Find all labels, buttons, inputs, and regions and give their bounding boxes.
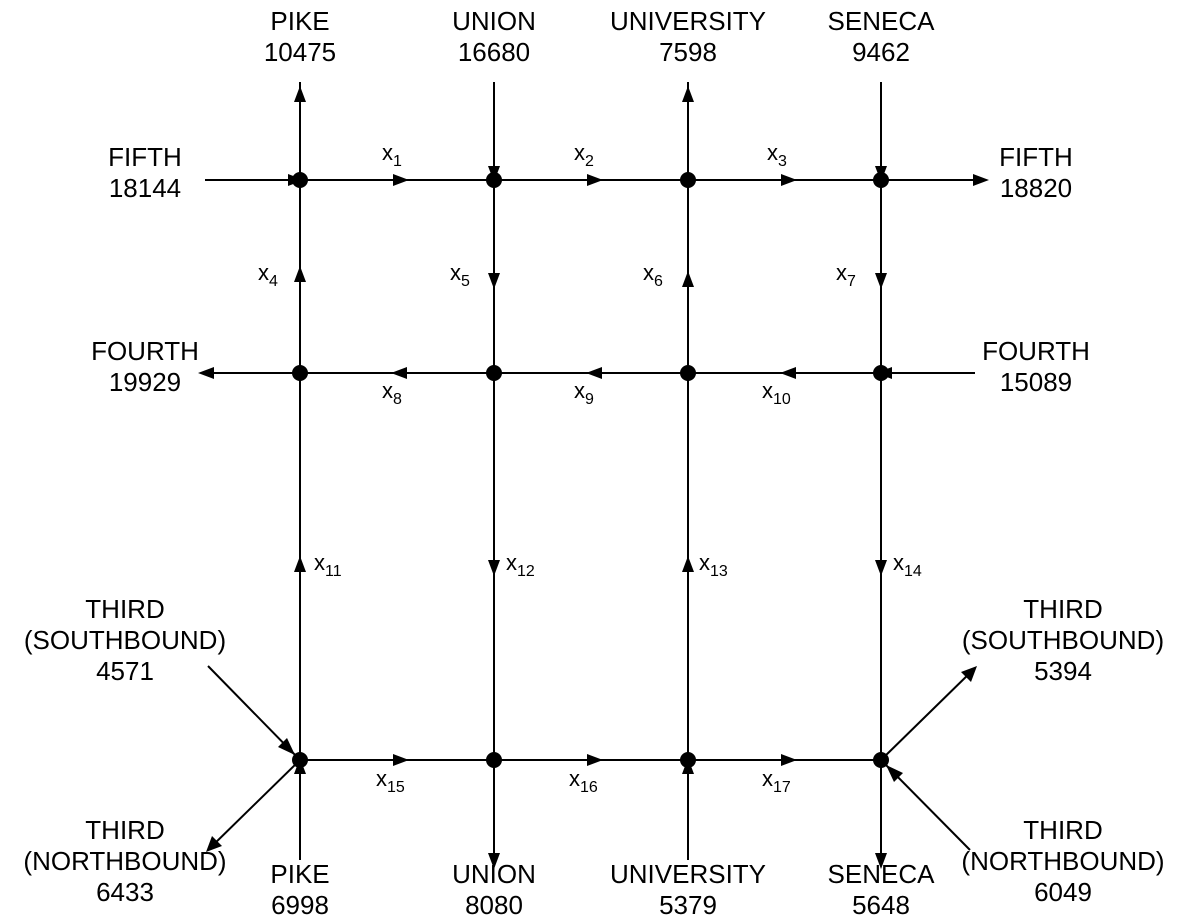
var-x7: x7 [836,260,856,291]
arrow-union-bottom-out [488,853,500,869]
label-seneca-top: SENECA 9462 [827,6,935,67]
label-pike-bottom: PIKE 6998 [270,859,330,920]
arrow-x13 [682,556,694,572]
var-x17: x17 [762,766,791,797]
var-x5: x5 [450,260,470,291]
intersection-node [292,172,308,188]
label-pike-top: PIKE 10475 [263,6,337,67]
arrow-third-nb-right-in [886,765,903,782]
label-union-top: UNION 16680 [452,6,536,67]
arrow-seneca-bottom-out [875,853,887,869]
var-x14: x14 [893,550,922,581]
var-x9: x9 [574,378,594,409]
label-union-bottom: UNION 8080 [452,859,536,920]
label-third-southbound-right: THIRD (SOUTHBOUND) 5394 [961,594,1165,686]
var-x16: x16 [569,766,598,797]
arrow-fifth-right-out [973,174,989,186]
label-university-top: UNIVERSITY 7598 [609,6,767,67]
label-third-northbound-left: THIRD (NORTHBOUND) 6433 [23,815,227,907]
var-x1: x1 [382,140,402,171]
intersection-node [486,365,502,381]
intersection-node [873,752,889,768]
label-seneca-bottom: SENECA 5648 [827,859,935,920]
label-fourth-right: FOURTH 15089 [982,336,1090,397]
arrow-x2 [587,174,603,186]
arrow-x8 [391,367,407,379]
arrow-x12 [488,560,500,576]
intersection-node [680,172,696,188]
intersection-node [680,752,696,768]
arrow-third-sb-left-in [278,738,295,755]
label-third-northbound-right: THIRD (NORTHBOUND) 6049 [961,815,1165,907]
arrow-university-top-out [682,86,694,102]
arrow-x16 [587,754,603,766]
arrow-x10 [780,367,796,379]
label-university-bottom: UNIVERSITY 5379 [609,859,767,920]
var-x13: x13 [699,550,728,581]
var-x6: x6 [643,260,663,291]
intersection-node [292,365,308,381]
intersection-node [680,365,696,381]
arrow-pike-top-out [294,86,306,102]
var-x10: x10 [762,378,791,409]
var-x11: x11 [314,550,342,581]
arrow-x17 [781,754,797,766]
arrow-x11 [294,556,306,572]
var-x4: x4 [258,260,278,291]
arrow-x4 [294,266,306,282]
arrow-fourth-left-out [198,367,214,379]
var-x2: x2 [574,140,594,171]
arrow-x7 [875,273,887,289]
var-x12: x12 [506,550,535,581]
intersection-node [486,752,502,768]
arrow-x1 [393,174,409,186]
third-northbound-out [207,759,301,851]
label-fifth-right: FIFTH 18820 [999,142,1073,203]
label-third-southbound-left: THIRD (SOUTHBOUND) 4571 [23,594,227,686]
var-x3: x3 [767,140,787,171]
arrow-third-sb-right-out [961,666,977,682]
intersection-node [873,365,889,381]
arrow-third-nb-left-out [206,836,222,852]
intersection-node [292,752,308,768]
arrow-x14 [875,560,887,576]
intersection-node [486,172,502,188]
third-southbound-out [880,667,976,761]
label-fifth-left: FIFTH 18144 [108,142,182,203]
intersection-node [873,172,889,188]
arrow-x6 [682,271,694,287]
var-x15: x15 [376,766,405,797]
arrow-x9 [586,367,602,379]
arrow-x5 [488,273,500,289]
label-fourth-left: FOURTH 19929 [91,336,199,397]
arrow-x15 [393,754,409,766]
var-x8: x8 [382,378,402,409]
arrow-x3 [781,174,797,186]
